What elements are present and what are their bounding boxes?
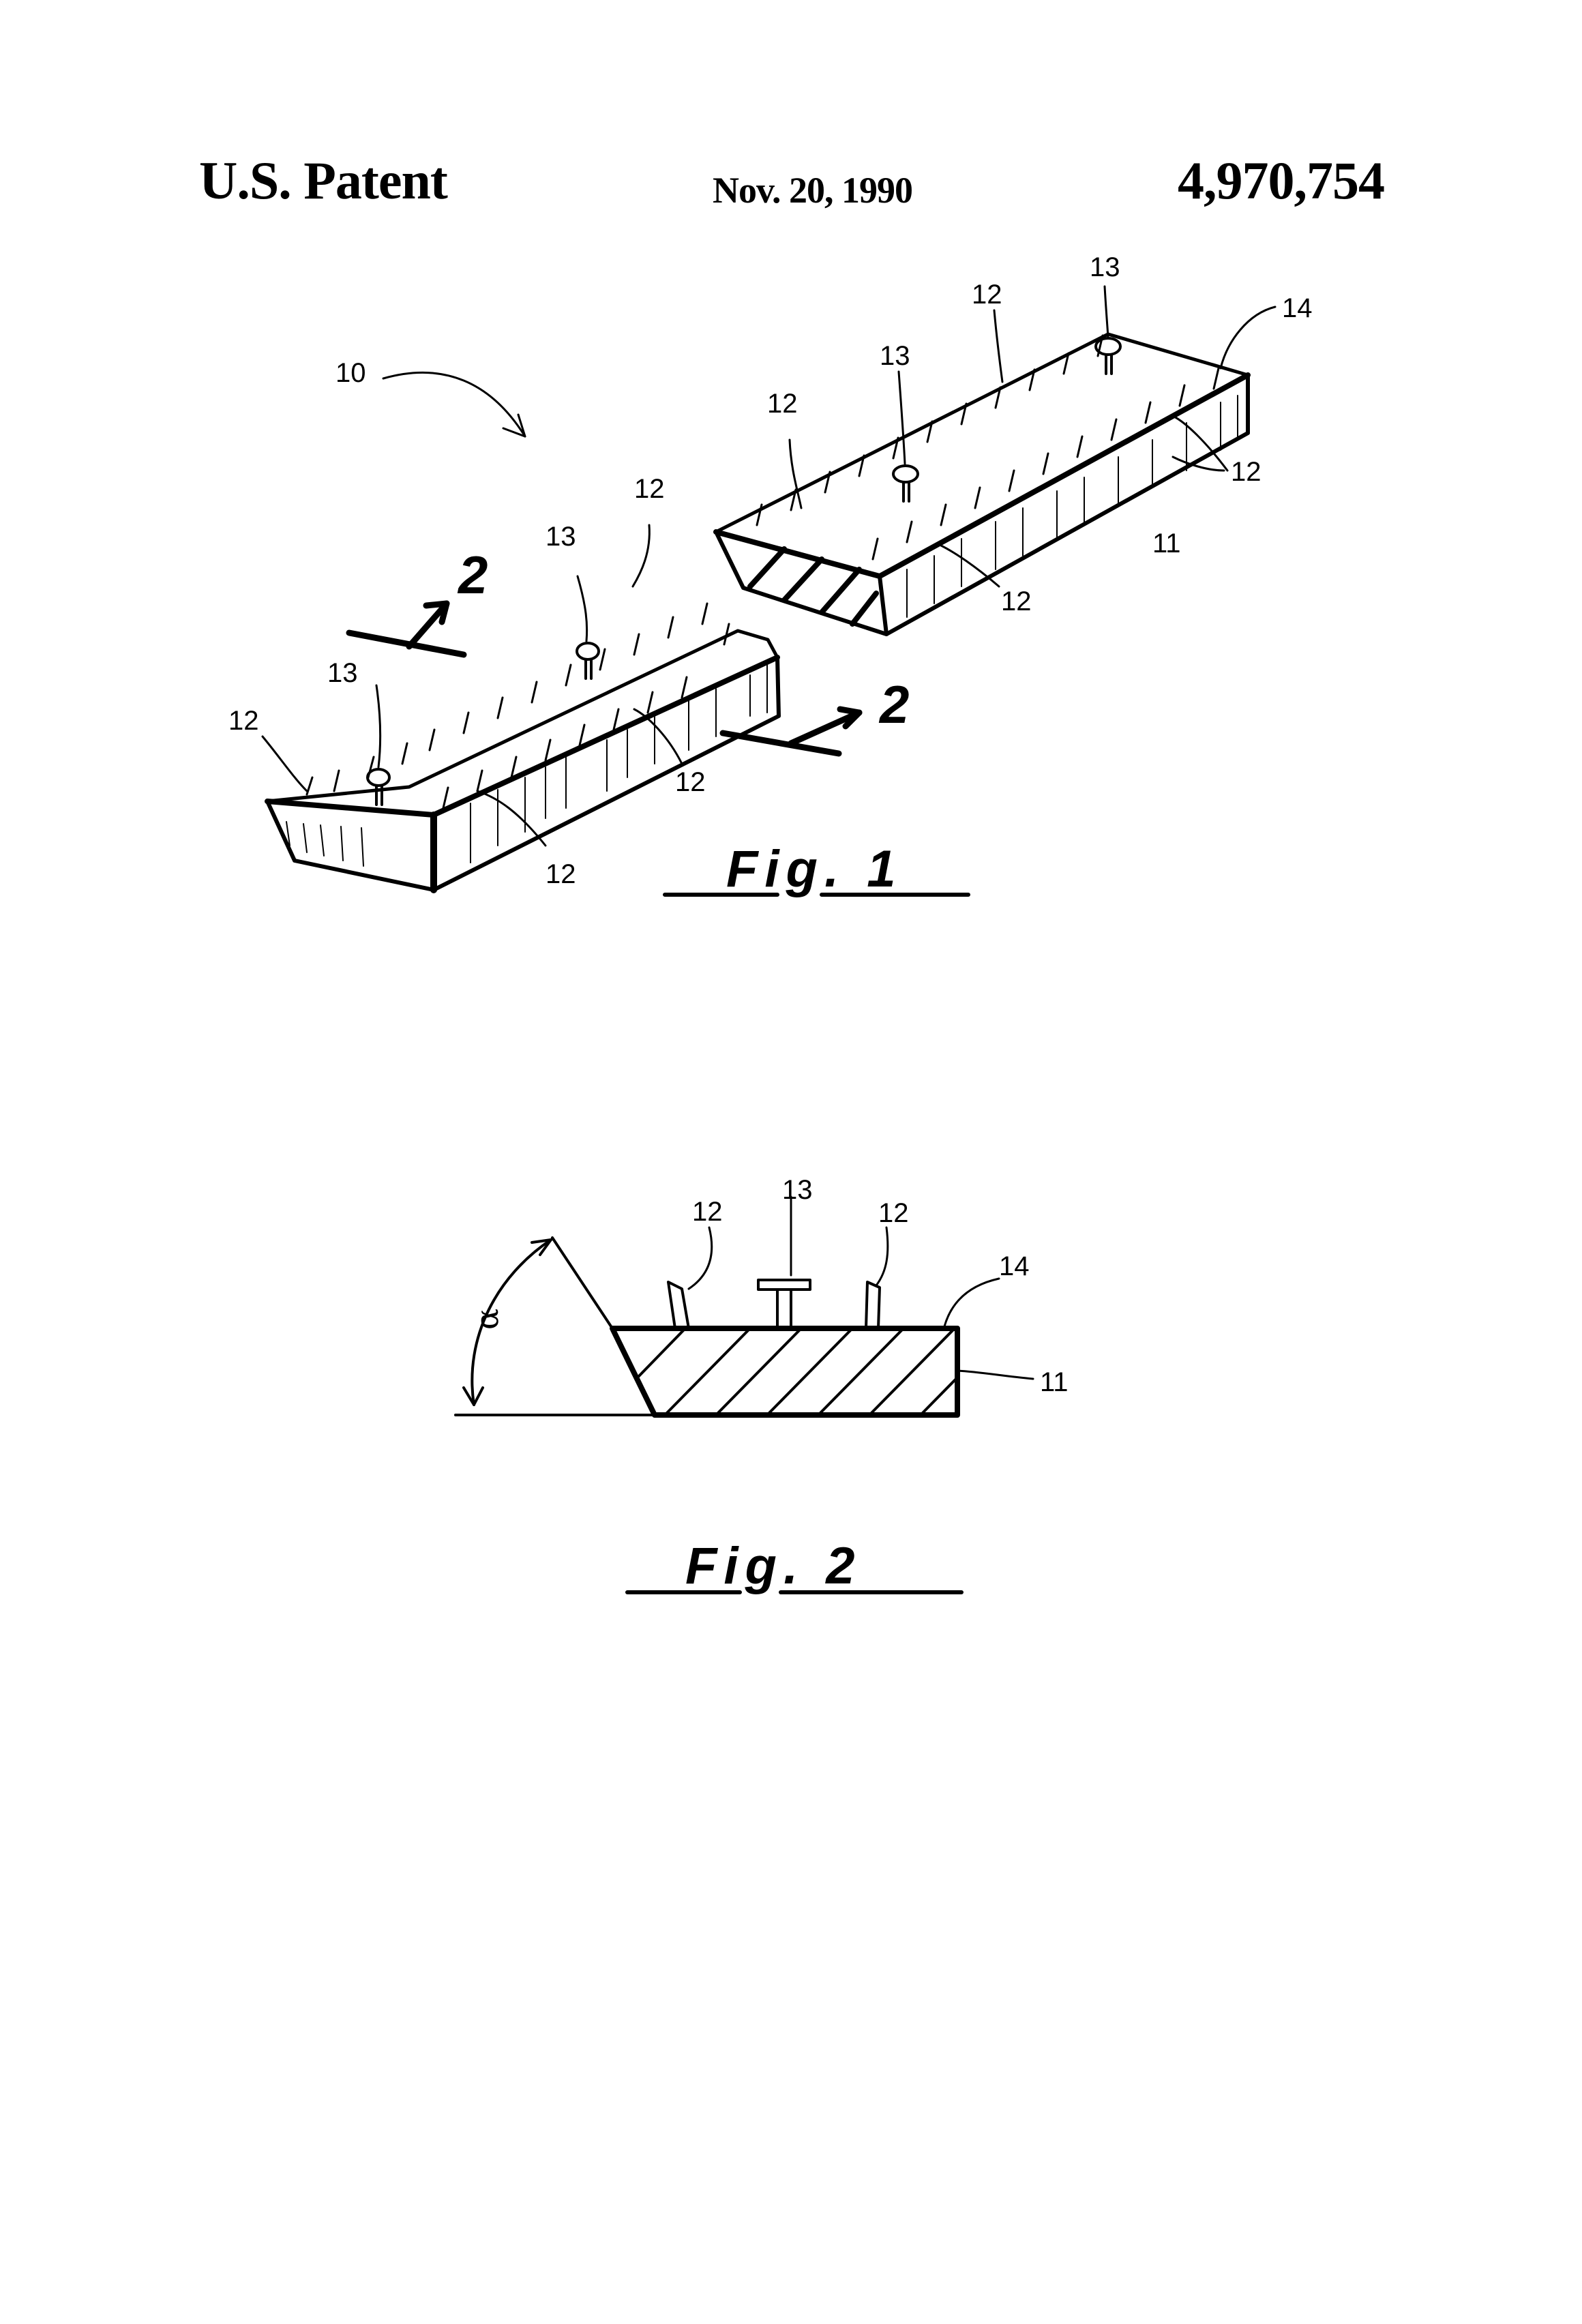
fig2-ref-14: 14 bbox=[999, 1251, 1030, 1281]
ref-12-f: 12 bbox=[972, 280, 1002, 310]
fig2-ref-13: 13 bbox=[782, 1175, 813, 1205]
figure-1-caption: Fig. 1 bbox=[726, 840, 902, 898]
section-marker-left bbox=[349, 604, 464, 655]
fig2-ref-12-left: 12 bbox=[692, 1197, 723, 1227]
ref-12-h: 12 bbox=[1001, 586, 1032, 616]
ref-11: 11 bbox=[1152, 528, 1181, 558]
ref-12-g: 12 bbox=[1231, 457, 1262, 487]
fig2-ref-12-right: 12 bbox=[878, 1198, 909, 1228]
section-marker-right bbox=[723, 709, 859, 754]
left-board bbox=[267, 604, 779, 890]
angle-alpha: α bbox=[468, 1309, 505, 1330]
figure-2 bbox=[456, 1197, 1033, 1592]
ref-13-d: 13 bbox=[1090, 252, 1120, 282]
fig2-ref-11: 11 bbox=[1040, 1367, 1069, 1397]
ref-14: 14 bbox=[1282, 293, 1313, 323]
ref-12-b: 12 bbox=[228, 706, 259, 736]
figure-2-caption: Fig. 2 bbox=[685, 1537, 861, 1595]
ref-12-e: 12 bbox=[767, 389, 798, 419]
section-label-left: 2 bbox=[457, 545, 488, 605]
ref-13-c: 13 bbox=[880, 341, 910, 371]
section-label-right: 2 bbox=[878, 674, 909, 734]
ref-13-b: 13 bbox=[327, 658, 358, 688]
figure-1 bbox=[263, 286, 1275, 895]
ref-13-a: 13 bbox=[546, 522, 576, 552]
ref-10: 10 bbox=[335, 358, 366, 388]
ref-12-a: 12 bbox=[634, 474, 665, 504]
ref-12-d: 12 bbox=[546, 859, 576, 889]
ref-12-c: 12 bbox=[675, 767, 706, 797]
